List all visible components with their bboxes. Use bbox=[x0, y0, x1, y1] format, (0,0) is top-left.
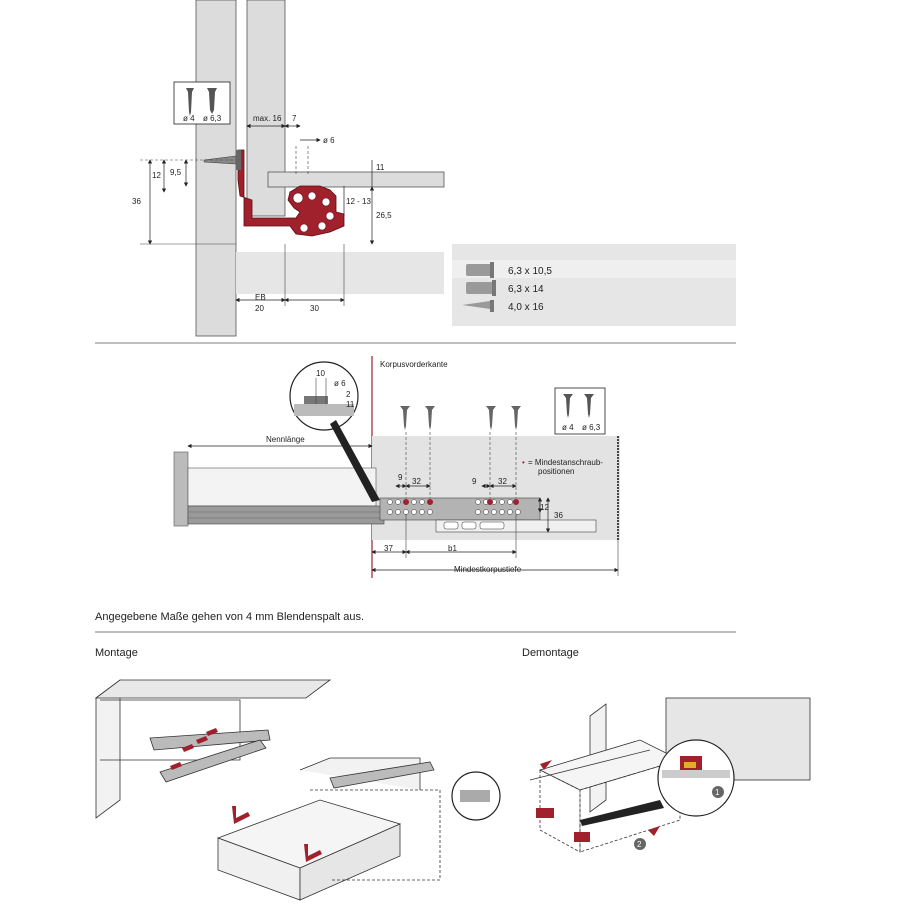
svg-text:2: 2 bbox=[637, 840, 642, 849]
dim-12: 12 bbox=[152, 171, 161, 180]
dim-11: 11 bbox=[376, 163, 385, 172]
euro-screw-icon bbox=[584, 394, 594, 418]
screw-list-table: 6,3 x 10,5 6,3 x 14 4,0 x 16 bbox=[452, 244, 736, 326]
cabinet-side-panel bbox=[195, 0, 237, 337]
detail-dim-2: 2 bbox=[346, 390, 351, 399]
dim-12-mid: 12 bbox=[540, 503, 549, 512]
dim-eb: EB bbox=[255, 293, 266, 302]
dim-32a: 32 bbox=[412, 477, 421, 486]
screw-label-6-3: ø 6,3 bbox=[203, 114, 222, 123]
lower-band bbox=[236, 252, 444, 294]
detail-dim-d6: ø 6 bbox=[334, 379, 346, 388]
dim-b1: b1 bbox=[448, 544, 457, 553]
screw-list-item-2: 6,3 x 14 bbox=[508, 284, 544, 295]
min-depth-label: Mindestkorpustiefe bbox=[454, 565, 522, 574]
screw-type-box: ø 4 ø 6,3 bbox=[173, 81, 231, 125]
wood-screw-icon bbox=[186, 88, 194, 116]
gap-note: Angegebene Maße gehen von 4 mm Blendensp… bbox=[95, 611, 364, 623]
dim-9a: 9 bbox=[398, 473, 403, 482]
detail-dim-11: 11 bbox=[346, 400, 355, 409]
euro-screw-icon bbox=[207, 88, 217, 114]
demontage-illustration bbox=[529, 697, 811, 853]
dim-d6: ø 6 bbox=[323, 136, 335, 145]
dim-36: 36 bbox=[132, 197, 141, 206]
legend-marker: • bbox=[522, 458, 525, 467]
step-badge-2: 2 bbox=[634, 838, 646, 850]
wood-screw-icon bbox=[563, 394, 573, 418]
montage-title: Montage bbox=[95, 647, 138, 659]
demontage-clips bbox=[536, 760, 660, 842]
screw-label-4: ø 4 bbox=[183, 114, 195, 123]
screw-list-item-1: 6,3 x 10,5 bbox=[508, 266, 552, 277]
dim-7: 7 bbox=[292, 114, 297, 123]
montage-illustration bbox=[94, 679, 441, 901]
dim-max16: max. 16 bbox=[253, 114, 282, 123]
montage-arrows bbox=[170, 728, 322, 862]
detail-magnifier: 10 ø 6 2 11 bbox=[289, 361, 380, 502]
drawer-front bbox=[173, 451, 189, 527]
step-badge-1: 1 bbox=[712, 786, 724, 798]
front-edge-label: Korpusvorderkante bbox=[380, 360, 448, 369]
drawer-body bbox=[187, 467, 377, 507]
middle-dimension-lines bbox=[187, 443, 619, 576]
screw-holes bbox=[387, 499, 521, 515]
euro-screw-icon bbox=[466, 262, 494, 278]
dim-12-13: 12 - 13 bbox=[346, 197, 371, 206]
dim-26-5: 26,5 bbox=[376, 211, 392, 220]
dim-32b: 32 bbox=[498, 477, 507, 486]
runner-profile bbox=[237, 149, 345, 237]
screw-list-item-3: 4,0 x 16 bbox=[508, 302, 544, 313]
screw-label-4-mid: ø 4 bbox=[562, 423, 574, 432]
svg-text:1: 1 bbox=[715, 788, 720, 797]
section-middle-side-view: Korpusvorderkante bbox=[173, 356, 620, 578]
dim-9-5: 9,5 bbox=[170, 168, 182, 177]
detail-dim-10: 10 bbox=[316, 369, 325, 378]
wood-screw-icon bbox=[462, 300, 494, 312]
legend-line-1: = Mindestanschraub- bbox=[528, 458, 603, 467]
mounting-screws bbox=[400, 406, 521, 430]
drawer-bottom-panel bbox=[267, 171, 445, 188]
dimension-lines bbox=[140, 123, 375, 306]
nominal-length-label: Nennlänge bbox=[266, 435, 305, 444]
euro-screw-icon bbox=[466, 280, 496, 296]
dim-9b: 9 bbox=[472, 477, 477, 486]
dim-36-mid: 36 bbox=[554, 511, 563, 520]
legend-line-2: positionen bbox=[538, 467, 574, 476]
drawer-runner-extended bbox=[187, 505, 385, 525]
demontage-title: Demontage bbox=[522, 647, 579, 659]
screw-label-6-3-mid: ø 6,3 bbox=[582, 423, 601, 432]
screw-type-box-middle: ø 4 ø 6,3 bbox=[554, 387, 606, 435]
dim-30: 30 bbox=[310, 304, 319, 313]
montage-detail-circle bbox=[451, 771, 501, 821]
dim-37: 37 bbox=[384, 544, 393, 553]
section-top-cross-section: ø 4 ø 6,3 max. 16 7 ø 6 11 12 bbox=[132, 0, 736, 337]
dim-20: 20 bbox=[255, 304, 264, 313]
